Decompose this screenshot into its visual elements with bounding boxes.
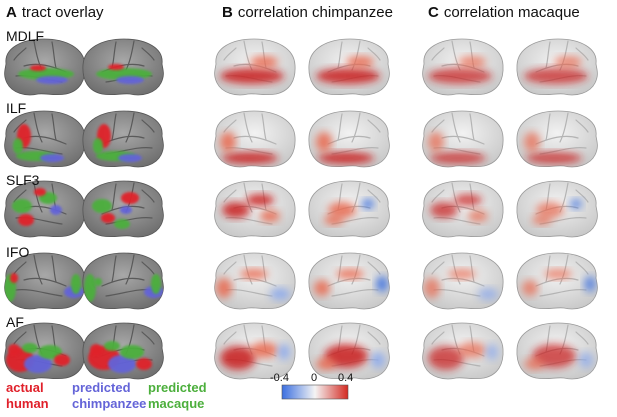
panel-letter-c: C: [428, 4, 439, 21]
brain-ilf-macaque-left: [422, 110, 504, 168]
panel-title-a-text: tract overlay: [21, 4, 104, 21]
legend-predicted-chimpanzee: predicted chimpanzee: [72, 380, 146, 412]
brain-af-macaque-left: [422, 322, 504, 380]
brain-ifo-chimpanzee-right: [308, 252, 390, 310]
colorbar-tick-mid: 0: [311, 372, 318, 384]
legend-predicted-macaque: predicted macaque: [148, 380, 207, 412]
brain-grid: [4, 38, 598, 380]
legend-line: predicted: [148, 380, 207, 395]
panel-title-b-text: correlation chimpanzee: [237, 4, 393, 21]
brain-mdlf-overlay-left: [4, 38, 86, 96]
brain-mdlf-macaque-left: [422, 38, 504, 96]
row-label-slf3: SLF3: [6, 172, 40, 188]
panel-letter-b: B: [222, 4, 233, 21]
brain-ifo-chimpanzee-left: [214, 252, 296, 310]
colorbar-tick-low: -0.4: [270, 372, 289, 384]
brain-mdlf-chimpanzee-right: [308, 38, 390, 96]
brain-ifo-overlay-left: [4, 252, 86, 310]
panel-title-c-text: correlation macaque: [443, 4, 580, 21]
brain-slf3-chimpanzee-right: [308, 180, 390, 238]
brain-slf3-macaque-right: [516, 180, 598, 238]
brain-slf3-chimpanzee-left: [214, 180, 296, 238]
brain-slf3-overlay-right: [82, 180, 164, 238]
legend-line: human: [6, 396, 49, 411]
brain-ifo-macaque-left: [422, 252, 504, 310]
legend-line: macaque: [148, 396, 205, 411]
brain-mdlf-overlay-right: [82, 38, 164, 96]
brain-ifo-overlay-right: [82, 252, 164, 310]
brain-af-macaque-right: [516, 322, 598, 380]
row-label-af: AF: [6, 314, 24, 330]
panel-letter-a: A: [6, 4, 17, 21]
brain-ilf-chimpanzee-right: [308, 110, 390, 168]
brain-slf3-macaque-left: [422, 180, 504, 238]
brain-ilf-overlay-left: [4, 110, 86, 168]
brain-ifo-macaque-right: [516, 252, 598, 310]
brain-ilf-overlay-right: [82, 110, 164, 168]
brain-slf3-overlay-left: [4, 180, 86, 238]
brain-mdlf-macaque-right: [516, 38, 598, 96]
legend-line: actual: [6, 380, 44, 395]
row-label-ilf: ILF: [6, 100, 27, 116]
legend-line: predicted: [72, 380, 131, 395]
colorbar-tick-high: 0.4: [338, 372, 354, 384]
row-label-ifo: IFO: [6, 244, 30, 260]
row-label-mdlf: MDLF: [6, 28, 45, 44]
brain-af-overlay-right: [82, 322, 164, 380]
legend-line: chimpanzee: [72, 396, 147, 411]
brain-ilf-chimpanzee-left: [214, 110, 296, 168]
brain-af-overlay-left: [4, 322, 86, 380]
brain-mdlf-chimpanzee-left: [214, 38, 296, 96]
legend-actual-human: actual human: [6, 380, 49, 412]
brain-af-chimpanzee-left: [214, 322, 296, 380]
colorbar: [281, 384, 349, 400]
brain-af-chimpanzee-right: [308, 322, 390, 380]
brain-ilf-macaque-right: [516, 110, 598, 168]
